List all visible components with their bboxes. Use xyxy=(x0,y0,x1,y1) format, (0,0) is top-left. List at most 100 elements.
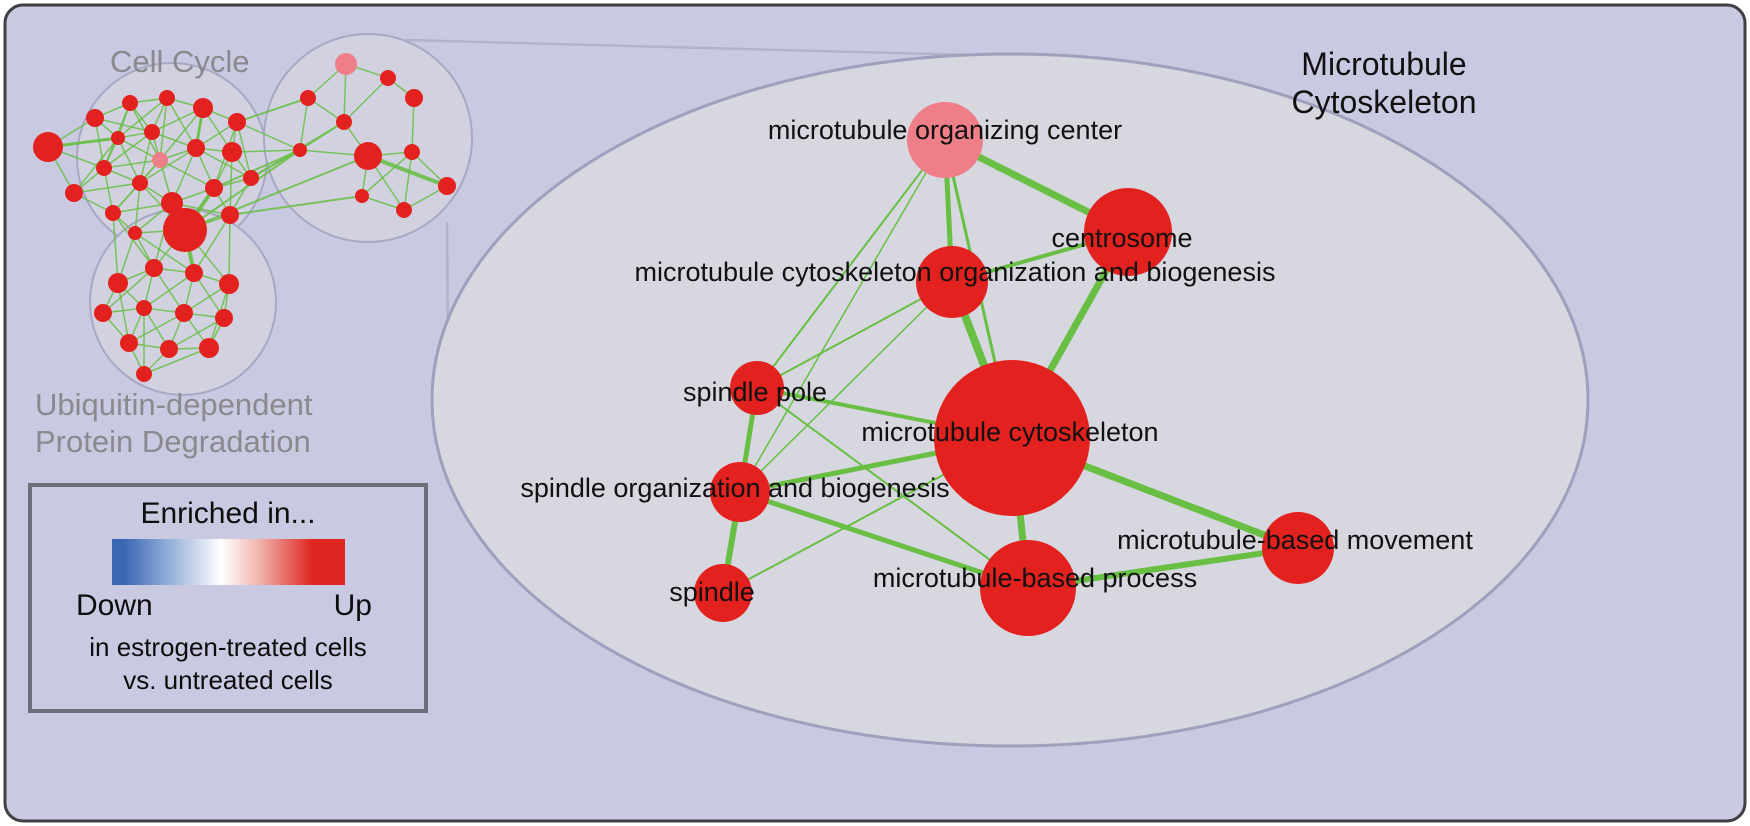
overview-edge xyxy=(153,202,173,269)
overview-edge xyxy=(229,195,363,216)
overview-edge xyxy=(193,214,231,274)
overview-edge xyxy=(213,149,301,189)
overview-edge xyxy=(128,312,185,344)
detail-nodes xyxy=(694,102,1334,636)
label-microtubule-organizing-center: microtubule organizing center xyxy=(768,115,1122,145)
overview-edge xyxy=(73,182,141,194)
overview-edge xyxy=(102,267,155,314)
overview-node xyxy=(136,300,152,316)
callout-line xyxy=(405,38,1046,59)
overview-node xyxy=(380,70,396,86)
legend-gradient-bar xyxy=(111,539,345,585)
overview-node xyxy=(404,144,420,160)
overview-node xyxy=(86,109,104,127)
legend-title: Enriched in... xyxy=(140,497,316,530)
overview-edge xyxy=(103,159,161,169)
overview-edge xyxy=(117,137,141,184)
overview-node xyxy=(105,205,121,221)
overview-node xyxy=(354,142,382,170)
label-microtubule-based-movement: microtubule-based movement xyxy=(1117,525,1473,555)
overview-node xyxy=(96,160,112,176)
overview-edge xyxy=(112,212,119,284)
label-microtubule-based-process: microtubule-based process xyxy=(873,563,1197,593)
overview-node xyxy=(145,259,163,277)
overview-node xyxy=(128,226,142,240)
legend-endpoints: Down Up xyxy=(32,589,424,623)
overview-node xyxy=(221,206,239,224)
overview-node xyxy=(243,170,259,186)
overview-edge xyxy=(195,147,252,179)
detail-title-line: Microtubule xyxy=(1301,46,1466,82)
label-spindle-organization-and-biogenesis: spindle organization and biogenesis xyxy=(520,473,949,503)
overview-node xyxy=(163,208,207,252)
overview-node xyxy=(405,89,423,107)
overview-node xyxy=(132,175,148,191)
overview-edge xyxy=(139,147,197,184)
overview-node xyxy=(438,177,456,195)
edge-microtubule-cytoskeleton-organization-and-biogenesis--spindle-pole xyxy=(756,281,953,389)
detail-node-labels: microtubule organizing center centrosome m… xyxy=(520,115,1473,607)
overview-node xyxy=(199,338,219,358)
edge-spindle-pole--microtubule-based-process xyxy=(756,387,1029,589)
overview-edge xyxy=(343,77,389,123)
overview-edge xyxy=(193,272,225,319)
edge-microtubule-organizing-center--spindle-organization-and-biogenesis xyxy=(739,139,946,493)
overview-node xyxy=(355,189,369,203)
legend-up-label: Up xyxy=(333,589,372,622)
overview-edge xyxy=(236,97,309,123)
overview-edge xyxy=(411,97,415,153)
cluster-label-cell-cycle: Cell Cycle xyxy=(110,44,250,79)
overview-node xyxy=(215,309,233,327)
node-centrosome xyxy=(1084,188,1172,276)
cluster-label-ubiquitin-dependent-protein-degradation: Protein Degradation xyxy=(35,424,311,459)
overview-edge xyxy=(143,347,210,375)
detail-title-line: Cytoskeleton xyxy=(1292,84,1477,120)
cluster-label-ubiquitin-dependent-protein-degradation: Ubiquitin-dependent xyxy=(35,387,313,422)
legend-context-line2: vs. untreated cells xyxy=(123,665,333,695)
overview-edge xyxy=(134,182,141,234)
overview-node xyxy=(111,131,125,145)
overview-edge xyxy=(403,151,413,211)
overview-node xyxy=(335,53,357,75)
overview-edge xyxy=(236,121,252,179)
label-centrosome: centrosome xyxy=(1051,223,1192,253)
overview-node xyxy=(205,179,223,197)
overview-node xyxy=(152,152,168,168)
overview-node xyxy=(159,90,175,106)
node-spindle-organization-and-biogenesis xyxy=(710,462,770,522)
overview-edge xyxy=(184,149,301,231)
label-microtubule-cytoskeleton: microtubule cytoskeleton xyxy=(861,417,1158,447)
overview-edge xyxy=(134,232,195,274)
overview-edge xyxy=(117,282,130,344)
edge-microtubule-cytoskeleton-organization-and-biogenesis--spindle-organization-and-biogenesis xyxy=(739,281,953,493)
node-microtubule-organizing-center xyxy=(907,102,983,178)
overview-node xyxy=(122,95,138,111)
overview-node xyxy=(120,334,138,352)
legend-box: Enriched in... Down Up in estrogen-treat… xyxy=(28,483,428,713)
overview-edge xyxy=(112,212,155,269)
node-microtubule-based-process xyxy=(980,540,1076,636)
edge-spindle-organization-and-biogenesis--microtubule-based-process xyxy=(737,489,1031,591)
overview-node xyxy=(193,98,213,118)
overview-node xyxy=(222,142,242,162)
overview-edge xyxy=(117,97,168,139)
cluster-circle xyxy=(263,33,473,243)
node-spindle xyxy=(694,564,752,622)
overview-node xyxy=(336,114,352,130)
overview-nodes xyxy=(33,53,456,382)
overview-edge xyxy=(361,151,413,197)
overview-node xyxy=(144,124,160,140)
node-spindle-pole xyxy=(730,361,784,415)
node-microtubule-based-movement xyxy=(1262,512,1334,584)
overview-node xyxy=(185,264,203,282)
overview-edge xyxy=(367,154,448,188)
overview-edge xyxy=(231,149,301,153)
overview-edge xyxy=(159,97,168,161)
figure-border xyxy=(3,3,1747,823)
overview-node xyxy=(228,113,246,131)
node-microtubule-cytoskeleton xyxy=(934,360,1090,516)
legend-down-label: Down xyxy=(76,589,153,622)
overview-edge xyxy=(166,97,197,149)
